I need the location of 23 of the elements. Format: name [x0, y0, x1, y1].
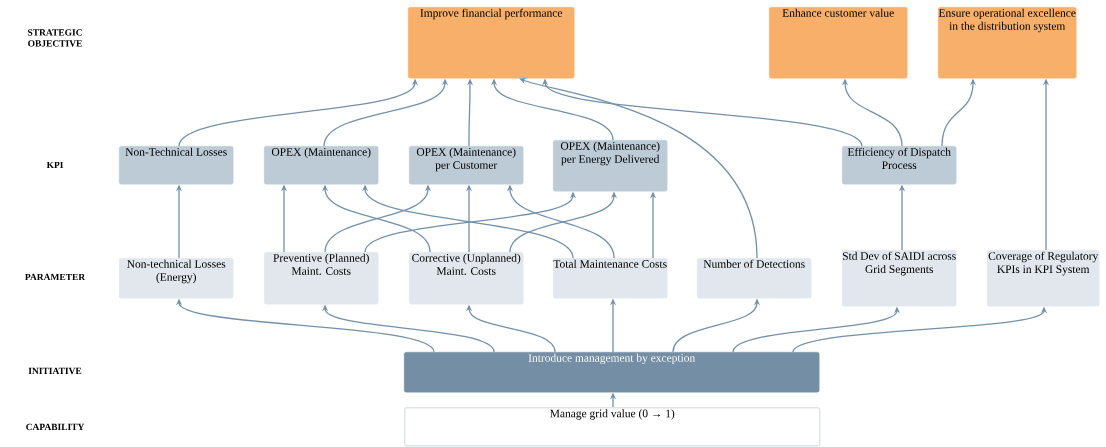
- parameter-box: Preventive (Planned) Maint. Costs: [264, 252, 379, 305]
- kpi-box: Non-Technical Losses: [119, 146, 234, 185]
- parameter-box: Non-technical Losses (Energy): [119, 258, 234, 299]
- level-label: CAPABILITY: [26, 423, 85, 431]
- objective-box: Ensure operational excellence in the distribution system: [938, 7, 1077, 79]
- parameter-box: Coverage of Regulatory KPIs in KPI System: [987, 250, 1100, 307]
- level-label: STRATEGIC OBJECTIVE: [28, 29, 82, 47]
- level-label: KPI: [46, 161, 64, 169]
- initiative-box: Introduce management by exception: [404, 352, 820, 393]
- kpi-box: Efficiency of Dispatch Process: [842, 146, 957, 185]
- parameter-box: Corrective (Unplanned) Maint. Costs: [409, 252, 524, 305]
- kpi-box: OPEX (Maintenance) per Customer: [409, 146, 524, 185]
- arrow: [519, 78, 758, 259]
- objective-box: Improve financial performance: [408, 7, 575, 79]
- objective-box: Enhance customer value: [769, 7, 908, 79]
- kpi-box: OPEX (Maintenance) per Energy Delivered: [553, 140, 668, 192]
- parameter-box: Total Maintenance Costs: [553, 258, 668, 299]
- level-label: INITIATIVE: [28, 367, 82, 375]
- parameter-box: Std Dev of SAIDI across Grid Segments: [842, 250, 957, 307]
- capability-box: Manage grid value (0 → 1): [404, 407, 821, 447]
- kpi-box: OPEX (Maintenance): [264, 146, 379, 185]
- level-label: PARAMETER: [25, 273, 86, 281]
- parameter-box: Number of Detections: [697, 258, 812, 299]
